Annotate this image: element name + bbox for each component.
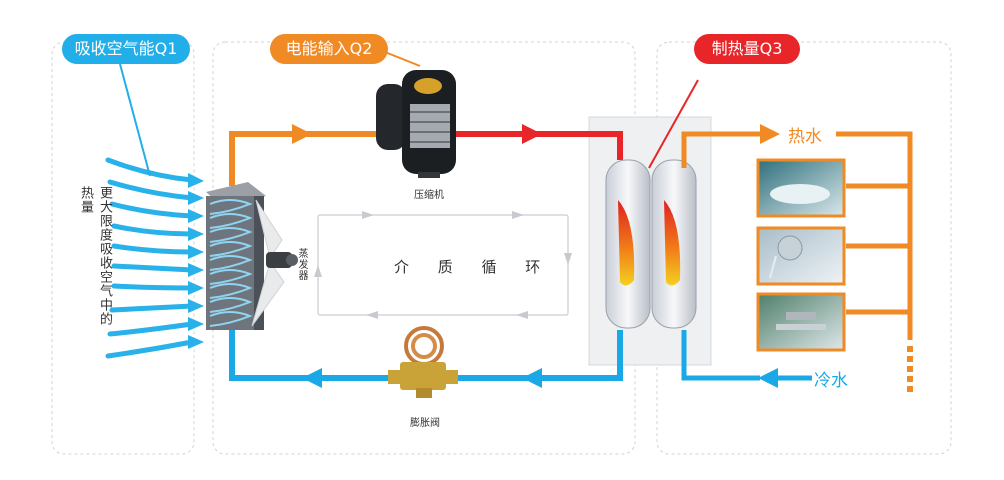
arrow-blue-bottom-left bbox=[302, 368, 322, 388]
arrow-cold-water bbox=[758, 368, 778, 388]
compressor-label: 压缩机 bbox=[414, 190, 444, 201]
hot-water-dashes bbox=[907, 346, 913, 392]
bathtub-photo bbox=[756, 158, 846, 218]
shower-photo bbox=[756, 226, 846, 286]
expansion-valve-label: 膨胀阀 bbox=[410, 418, 440, 429]
heat-exchanger-tanks bbox=[605, 79, 699, 329]
q2-label: 电能输入Q2 bbox=[270, 34, 388, 64]
pipe-exchanger-to-valve bbox=[450, 330, 623, 381]
arrow-hot-water bbox=[760, 124, 780, 144]
expansion-valve bbox=[388, 326, 458, 398]
evaporator-coil bbox=[206, 182, 266, 330]
pipe-evaporator-to-compressor bbox=[229, 131, 388, 186]
arrow-red-top bbox=[522, 124, 542, 144]
hot-water-label: 热水 bbox=[788, 127, 822, 147]
hot-water-lines bbox=[681, 131, 913, 340]
pipe-compressor-to-exchanger bbox=[446, 131, 623, 160]
q3-label: 制热量Q3 bbox=[694, 34, 800, 64]
pipe-valve-to-evaporator bbox=[229, 330, 390, 381]
evaporator-label: 蒸发器 bbox=[296, 248, 307, 281]
air-flow-arrowheads bbox=[188, 173, 204, 349]
arrow-orange-top bbox=[292, 124, 312, 144]
cold-water-line bbox=[681, 330, 760, 381]
cold-water-label: 冷水 bbox=[814, 371, 848, 391]
arrow-blue-bottom-right bbox=[522, 368, 542, 388]
fan-blade bbox=[251, 199, 298, 327]
cycle-label: 介 质 循 环 bbox=[394, 258, 553, 276]
absorb-description: 更大限度吸收空气中的热量 bbox=[78, 186, 112, 326]
q1-label: 吸收空气能Q1 bbox=[62, 34, 190, 64]
cycle-arrowheads bbox=[314, 211, 572, 319]
air-flow-arrows bbox=[105, 157, 195, 359]
q1-connector bbox=[119, 63, 151, 177]
compressor bbox=[376, 49, 456, 178]
faucet-photo bbox=[756, 292, 846, 352]
